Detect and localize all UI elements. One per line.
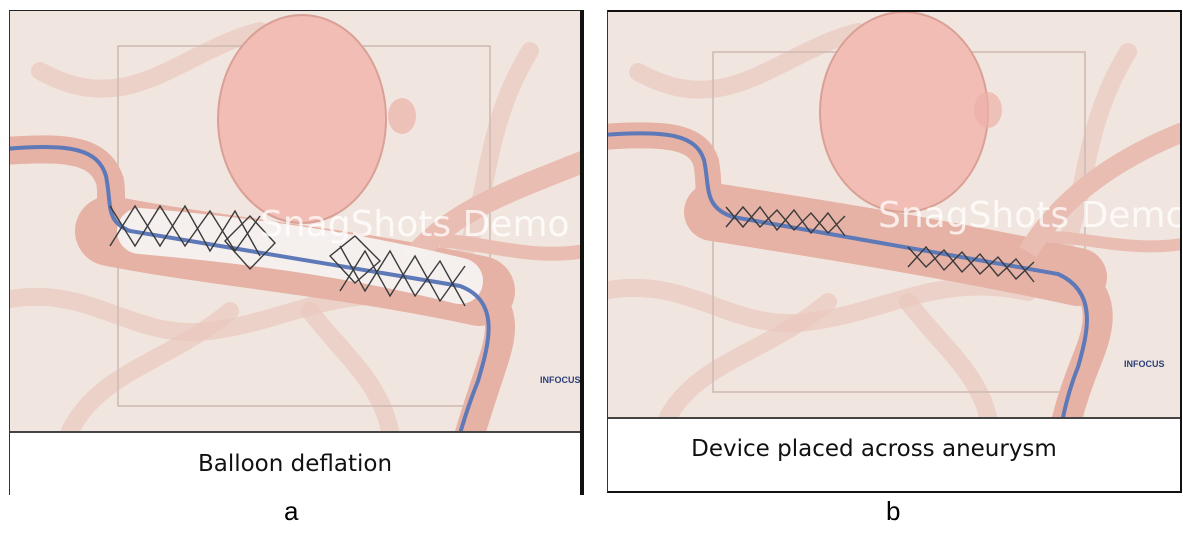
publisher-logo: INFOCUS [540,375,580,385]
watermark-text: SnagShots Demo [260,204,570,245]
aneurysm-shape [820,12,988,212]
panel-label-b: b [886,496,900,527]
illustration-svg: SnagShots Demo INFOCUS [608,12,1180,417]
balloon-deflation-illustration: SnagShots Demo INFOCUS [10,11,580,433]
caption-b: Device placed across aneurysm [588,436,1160,462]
publisher-logo: INFOCUS [1124,359,1165,369]
device-placement-illustration: SnagShots Demo INFOCUS [608,12,1180,419]
caption-a: Balloon deflation [10,451,580,477]
watermark-text: SnagShots Demo [878,195,1180,236]
aneurysm-shape [218,15,386,223]
panel-label-a: a [284,496,298,527]
panel-b: SnagShots Demo INFOCUS Device placed acr… [607,10,1182,493]
illustration-svg: SnagShots Demo INFOCUS [10,11,580,431]
panel-a: SnagShots Demo INFOCUS Balloon deflation [9,10,584,495]
